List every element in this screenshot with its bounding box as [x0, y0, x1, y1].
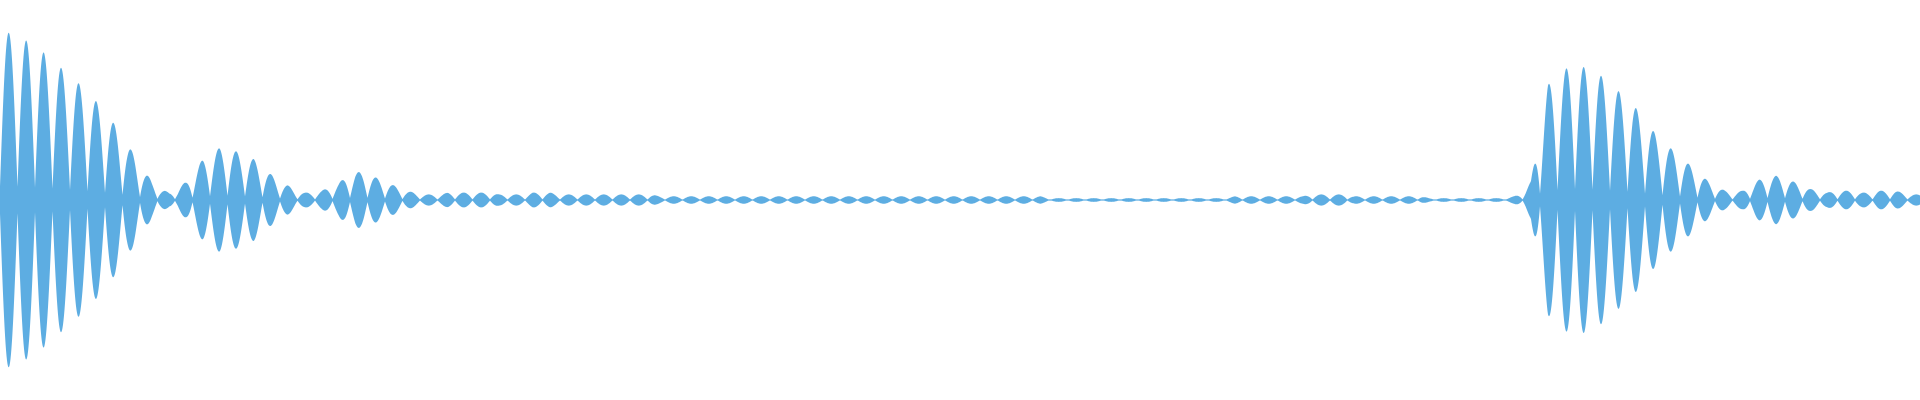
waveform-shape [0, 32, 1920, 368]
